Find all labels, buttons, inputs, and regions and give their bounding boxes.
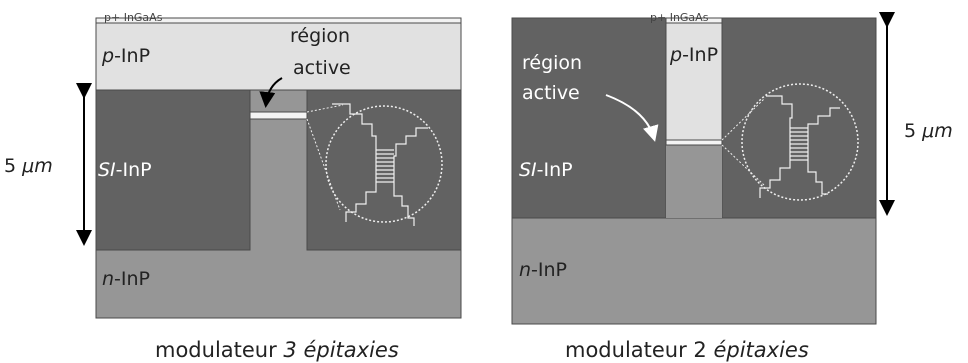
right-caption: modulateur 2 épitaxies xyxy=(565,338,809,362)
left-n-inp-label: n-InP xyxy=(102,268,150,290)
right-si-inp-block-left xyxy=(511,17,667,219)
right-cap-label: p+ InGaAs xyxy=(650,11,709,24)
right-p-inp-label: p-InP xyxy=(669,44,718,66)
left-caption: modulateur 3 épitaxies xyxy=(155,338,399,362)
left-p-inp-label: p-InP xyxy=(101,45,150,67)
right-active-region-arrow xyxy=(605,94,659,142)
right-trench-n-inp xyxy=(666,145,722,218)
left-p-inp-layer xyxy=(95,22,462,91)
right-n-inp-substrate xyxy=(511,217,877,325)
left-si-inp-label: SI-InP xyxy=(98,159,152,181)
right-active-label-line2: active xyxy=(522,82,580,104)
right-si-inp-label: SI-InP xyxy=(519,159,573,181)
left-active-label-line2: active xyxy=(293,57,351,79)
right-dimension-label: 5 μm xyxy=(904,120,953,142)
right-si-inp-block-right xyxy=(721,17,877,219)
left-dimension-label: 5 μm xyxy=(4,155,53,177)
left-modulator-panel: p+ InGaAs p-InP région active SI-InP n-I… xyxy=(4,11,462,362)
left-active-region xyxy=(249,111,308,120)
left-inset-quantum-wells xyxy=(376,149,394,183)
left-zoom-inset xyxy=(306,103,443,226)
right-n-inp-label: n-InP xyxy=(519,259,567,281)
right-inset-quantum-wells xyxy=(790,127,808,161)
left-active-label-line1: région xyxy=(290,25,350,47)
left-inGaAs-cap xyxy=(95,17,462,24)
right-modulator-panel: p+ InGaAs p-InP région active SI-InP n-I… xyxy=(511,11,953,362)
right-active-region xyxy=(665,139,723,146)
left-inset-band-profile xyxy=(332,103,428,226)
left-active-region-arrow xyxy=(259,77,283,108)
left-cap-label: p+ InGaAs xyxy=(104,11,163,24)
right-p-inp-layer xyxy=(665,22,723,141)
left-si-inp-block-left xyxy=(95,89,251,251)
right-inGaAs-cap xyxy=(665,17,723,24)
right-zoom-inset xyxy=(721,83,859,201)
right-active-label-line1: région xyxy=(522,52,582,74)
